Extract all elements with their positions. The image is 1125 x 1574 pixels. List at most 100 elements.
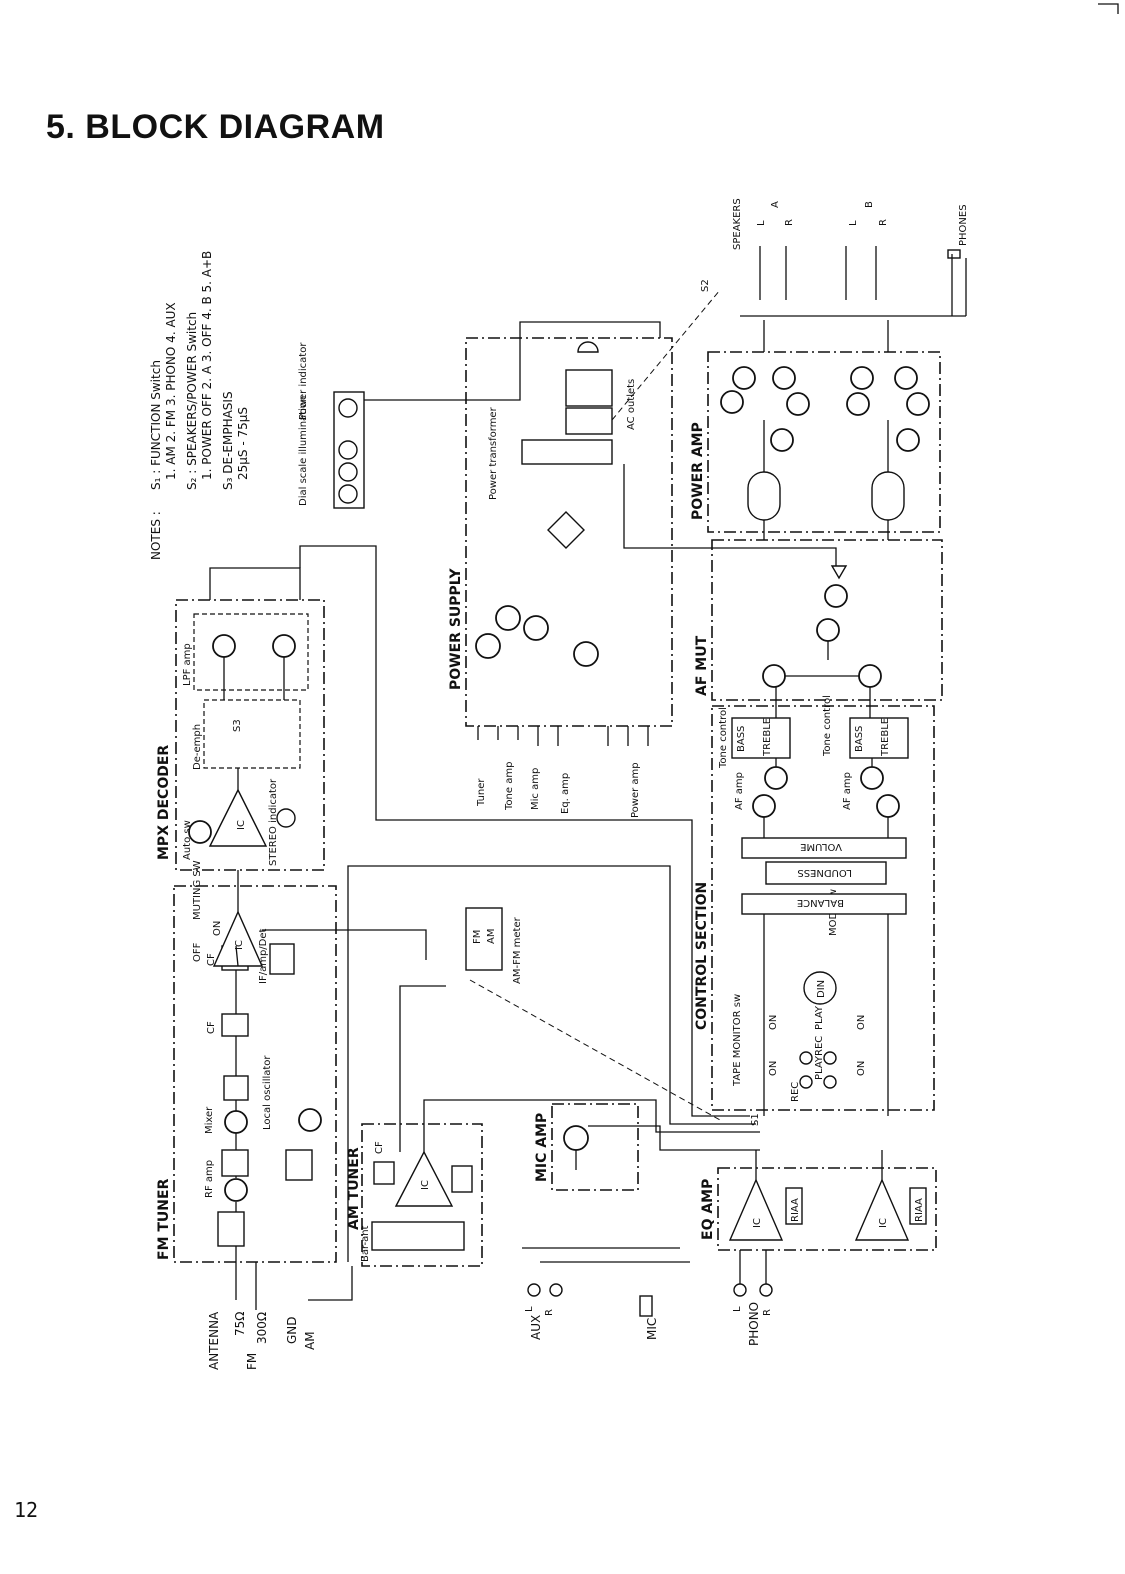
cf-label-1: CF <box>206 1021 217 1034</box>
page-title: 5. BLOCK DIAGRAM <box>46 108 385 146</box>
auto-sw-label: Auto sw <box>182 820 193 860</box>
power-indicator-lamp-icon <box>338 398 358 418</box>
control-section-title: CONTROL SECTION <box>694 882 710 1030</box>
eq-ic-left-icon <box>728 1178 784 1241</box>
lpf-amp-label: LPF amp <box>182 643 193 686</box>
riaa-left-icon <box>785 1187 803 1225</box>
loudness-control-icon[interactable] <box>765 861 887 885</box>
mpx-decoder-internals: IC Auto sw STEREO indicator De-emph S3 L… <box>182 613 309 866</box>
control-section-internals: TAPE MONITOR sw REC PLAY REC PLAY ON ON … <box>718 695 909 1102</box>
supply-tuner-label: Tuner <box>476 778 487 807</box>
fm-tuner-block <box>173 885 337 1263</box>
tone-control-label-left: Tone control <box>718 707 729 769</box>
phono-l-jack-icon <box>733 1283 747 1297</box>
aux-mic-bus <box>522 1247 690 1263</box>
am-to-function-sw <box>423 1099 760 1152</box>
fm-75-label: 75Ω <box>233 1312 247 1336</box>
volume-control-icon[interactable] <box>741 837 907 859</box>
power-amp-block <box>707 351 941 533</box>
dial-lamp-1-icon <box>338 440 358 460</box>
tape-on-label-1: ON <box>768 1061 779 1076</box>
mpx-to-function-sw-2 <box>347 865 756 1262</box>
eq-ic-left-label: IC <box>752 1218 763 1228</box>
phono-l-label: L <box>732 1306 743 1312</box>
meter-fm-label: FM <box>472 930 483 944</box>
ac-outlet-2-icon <box>565 407 613 435</box>
phones-wiring <box>951 254 967 316</box>
riaa-left-label: RIAA <box>790 1198 801 1222</box>
af-mut-transistor-2-icon <box>816 618 840 642</box>
din-socket-icon <box>803 971 837 1005</box>
pa-transistor-l4-icon <box>786 392 810 416</box>
speaker-b-l-label: L <box>848 220 859 226</box>
speaker-a-r-label: R <box>784 219 795 226</box>
mic-to-function-sw <box>632 1125 760 1151</box>
phones-label: PHONES <box>958 204 969 246</box>
auto-sw-transistor-icon <box>188 820 212 844</box>
treble-label-right: TREBLE <box>880 718 891 757</box>
supply-tone-amp-label: Tone amp <box>504 762 515 811</box>
tone-control-right-box <box>849 717 909 759</box>
power-supply-title: POWER SUPPLY <box>448 567 464 690</box>
rec-jack-right-icon <box>823 1051 837 1065</box>
notes-line-1: S₁ : FUNCTION Switch <box>149 360 163 490</box>
s2-mechanical-link <box>611 289 721 421</box>
speaker-wires <box>759 246 877 300</box>
rec-label-1: REC <box>790 1082 801 1102</box>
power-supply-block <box>465 337 673 727</box>
eq-ic-right-icon <box>854 1178 910 1241</box>
am-tuner-title: AM TUNER <box>346 1147 362 1230</box>
fm-to-mpx <box>209 567 301 912</box>
tape-monitor-sw-label: TAPE MONITOR sw <box>732 994 743 1087</box>
antenna-feed <box>235 1246 257 1310</box>
play-label-1: PLAY <box>814 1055 825 1080</box>
am-to-meter <box>399 985 446 1152</box>
fm-tuner-title: FM TUNER <box>156 1178 172 1260</box>
notes-line-2: 1. AM 2. FM 3. PHONO 4. AUX <box>164 302 178 480</box>
afmut-to-power-amp <box>763 320 889 540</box>
aux-r-label: R <box>544 1309 555 1316</box>
af-amp-label-right: AF amp <box>842 772 853 810</box>
interconnect-wiring <box>209 254 967 1310</box>
phono-r-jack-icon <box>759 1283 773 1297</box>
rf-amp-label: RF amp <box>204 1160 215 1198</box>
lpf-transistor-left-icon <box>212 634 236 658</box>
play-label-2: PLAY <box>814 1005 825 1030</box>
play-jack-right-icon <box>823 1075 837 1089</box>
mic-amp-title: MIC AMP <box>534 1113 550 1182</box>
speaker-b-r-label: R <box>878 219 889 226</box>
am-cf-label: CF <box>374 1141 385 1154</box>
mixer-transistor-icon <box>224 1110 248 1134</box>
ps-transistor-1-icon <box>475 633 501 659</box>
dial-scale-label: Dial scale illumination <box>298 396 309 506</box>
mpx-ic-amplifier-icon <box>208 788 268 847</box>
balance-control-icon[interactable] <box>741 893 907 915</box>
af-mut-internals <box>762 565 882 688</box>
balance-label: BALANCE <box>797 897 844 908</box>
am-fm-meter: FM AM AM-FM meter <box>465 907 523 984</box>
af-amp-left-transistor-icon <box>752 794 776 818</box>
det-coil-icon <box>269 943 295 975</box>
s1-mechanical-link <box>469 979 721 1121</box>
supply-power-amp-label: Power amp <box>630 762 641 818</box>
cf-label-2: CF <box>206 953 217 966</box>
notes-line-6: 25μS - 75μS <box>236 407 250 480</box>
pa-transistor-l3-icon <box>720 390 744 414</box>
muting-off-label: OFF <box>192 942 203 962</box>
notes-line-4: 1. POWER OFF 2. A 3. OFF 4. B 5. A+B <box>200 251 214 480</box>
pa-transistor-r5-icon <box>896 428 920 452</box>
input-terminals: ANTENNA 75Ω 300Ω FM GND AM AUX L R MIC P… <box>207 1283 773 1370</box>
pa-transistor-l1-icon <box>732 366 756 390</box>
am-tuner-internals: Bar-ant IC CF <box>360 1141 473 1262</box>
fm-signal-path <box>235 945 239 1212</box>
mic-amp-transistor-icon <box>563 1125 589 1151</box>
power-amp-internals <box>720 366 930 521</box>
fm-tuner-internals: RF amp Mixer Local oscillator CF CF IC I… <box>192 860 322 1247</box>
din-label: DIN <box>816 980 827 998</box>
mic-jack-icon <box>639 1295 653 1317</box>
ps-transistor-3-icon <box>523 615 549 641</box>
pa-transistor-l2-icon <box>772 366 796 390</box>
meter-am-label: AM <box>486 929 497 944</box>
corner-mark <box>1098 3 1119 14</box>
power-amp-title: POWER AMP <box>690 422 706 520</box>
